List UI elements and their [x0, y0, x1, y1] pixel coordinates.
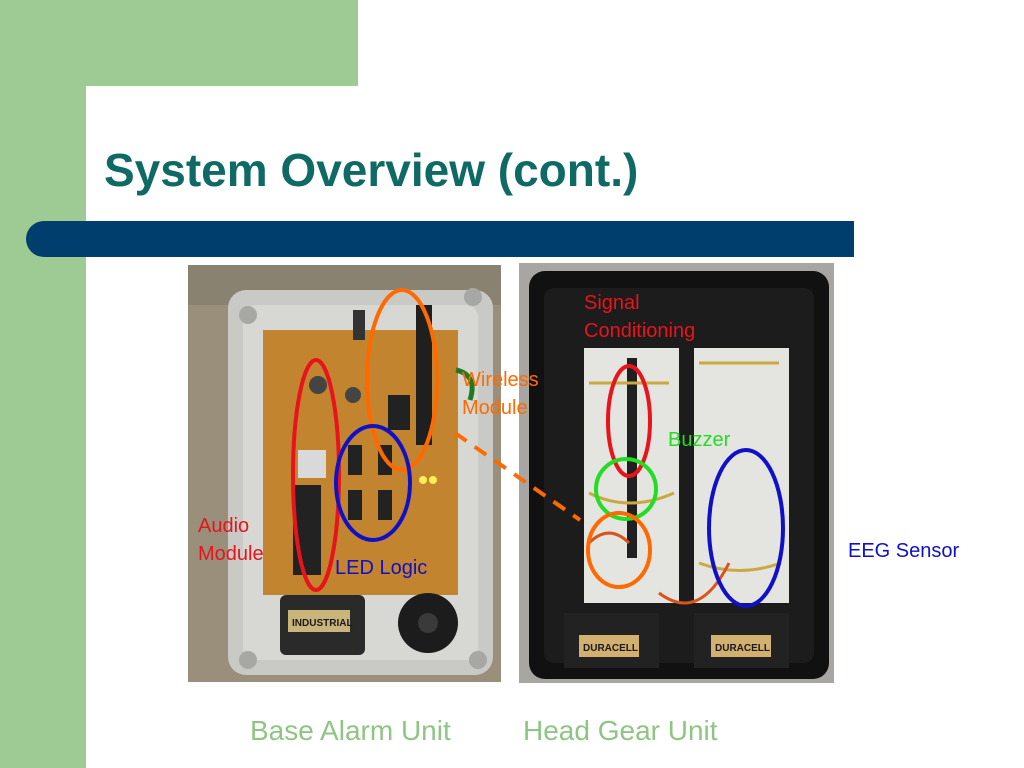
head-gear-unit-image: DURACELL DURACELL: [519, 263, 834, 683]
slide-title: System Overview (cont.): [104, 144, 639, 196]
battery-label-right-2: DURACELL: [715, 643, 770, 654]
label-audio-module: Audio Module: [198, 515, 264, 565]
battery-label-right-1: DURACELL: [583, 643, 638, 654]
title-underline-bar: [26, 221, 854, 257]
label-buzzer: Buzzer: [668, 429, 731, 451]
base-alarm-unit-photo: INDUSTRIAL: [188, 265, 501, 682]
label-led-logic: LED Logic: [335, 557, 428, 579]
base-alarm-unit-image: INDUSTRIAL: [188, 265, 501, 682]
label-signal-conditioning: Signal Conditioning: [584, 292, 696, 342]
battery-label-left: INDUSTRIAL: [292, 618, 353, 629]
caption-base-alarm-unit: Base Alarm Unit: [250, 715, 451, 746]
label-eeg-sensor: EEG Sensor: [848, 540, 960, 562]
caption-head-gear-unit: Head Gear Unit: [523, 715, 718, 746]
decor-green-left: [0, 0, 86, 768]
label-wireless-module: Wireless Module: [462, 369, 539, 419]
head-gear-unit-photo: DURACELL DURACELL: [519, 263, 834, 683]
